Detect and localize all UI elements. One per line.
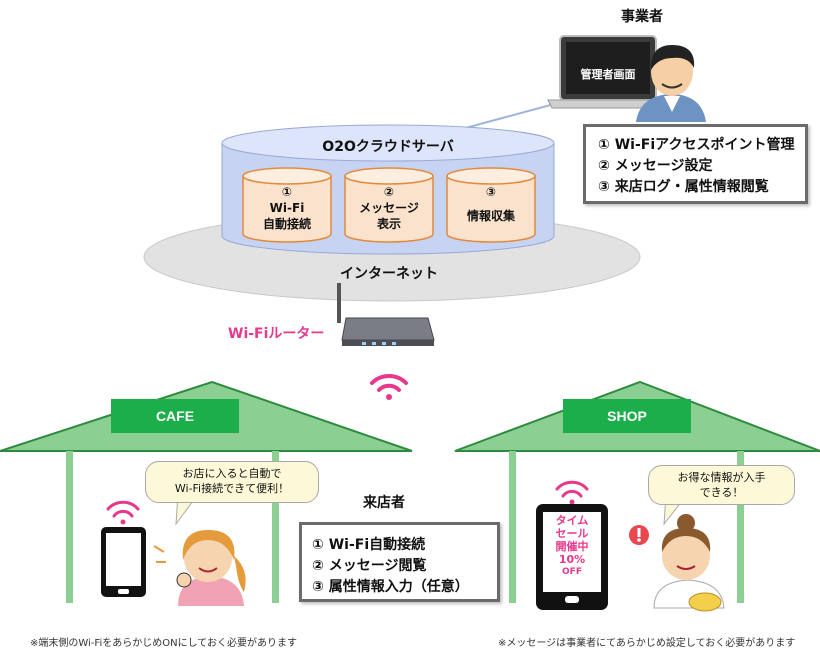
shop-wifi-signal-icon: [555, 480, 589, 505]
visitor-feature-box: ① Wi-Fi自動接続 ② メッセージ閲覧 ③ 属性情報入力（任意）: [299, 522, 500, 602]
internet-label: インターネット: [340, 266, 438, 282]
module-cylinder-3: [446, 167, 536, 243]
visitor-feature-2: ② メッセージ閲覧: [312, 558, 427, 574]
operator-feature-3: ③ 来店ログ・属性情報閲覧: [598, 179, 769, 195]
operator-person-icon: [636, 45, 706, 122]
shop-bubble-line2: できる！: [699, 486, 744, 499]
phone-line-3: 開催中: [555, 540, 589, 553]
laptop-screen-label: 管理者画面: [580, 68, 636, 81]
cafe-speech-bubble: お店に入ると自動で Wi-Fi接続できて便利！: [145, 461, 319, 503]
phone-line-4: 10%: [558, 553, 586, 566]
phone-line-2: セール: [555, 527, 589, 540]
module-2-line2: 表示: [376, 217, 401, 231]
visitor-woman-icon: [153, 530, 246, 606]
cafe-footnote: ※端末側のWi-FiをあらかじめONにしておく必要があります: [30, 638, 297, 649]
module-1-line2: 自動接続: [262, 217, 311, 231]
cafe-sign: CAFE: [111, 399, 239, 433]
module-2-line1: メッセージ: [359, 201, 419, 215]
operator-feature-box: ① Wi-Fiアクセスポイント管理 ② メッセージ設定 ③ 来店ログ・属性情報閲…: [583, 124, 808, 204]
cloud-server-title: O2Oクラウドサーバ: [322, 139, 454, 155]
shop-sign: SHOP: [563, 399, 691, 433]
visitor-feature-1: ① Wi-Fi自動接続: [312, 537, 426, 553]
router-label: Wi-Fiルーター: [228, 326, 325, 342]
module-1-line1: Wi-Fi: [269, 201, 305, 215]
cafe-bubble-line1: お店に入ると自動で: [182, 467, 282, 480]
module-1-number: ①: [281, 185, 293, 199]
operator-feature-1: ① Wi-Fiアクセスポイント管理: [598, 137, 795, 153]
phone-line-5: OFF: [562, 567, 582, 577]
shop-bubble-line1: お得な情報が入手: [677, 471, 766, 484]
module-3-label: ③ 情報収集: [447, 184, 535, 224]
shopper-woman-icon: [629, 514, 725, 612]
cafe-smartphone-icon: [101, 527, 146, 597]
visitor-title: 来店者: [363, 495, 405, 511]
shop-footnote: ※メッセージは事業者にてあらかじめ設定しておく必要があります: [498, 638, 796, 649]
phone-sale-message: タイム セール 開催中 10% OFF: [543, 514, 601, 579]
cafe-wifi-signal-icon: [106, 500, 140, 525]
module-2-label: ② メッセージ 表示: [345, 184, 433, 232]
module-3-line1: 情報収集: [466, 209, 515, 223]
router-icon: [337, 283, 435, 346]
shop-speech-bubble: お得な情報が入手 できる！: [648, 465, 795, 505]
operator-feature-2: ② メッセージ設定: [598, 158, 713, 174]
module-cylinder-1: [242, 167, 332, 243]
phone-line-1: タイム: [555, 514, 589, 527]
module-1-label: ① Wi-Fi 自動接続: [243, 184, 331, 232]
cafe-bubble-line2: Wi-Fi接続できて便利！: [174, 482, 290, 495]
shop-smartphone-icon: [536, 504, 608, 610]
router-wifi-signal-icon: [370, 373, 408, 400]
visitor-feature-3: ③ 属性情報入力（任意）: [312, 579, 469, 595]
module-cylinder-2: [344, 167, 434, 243]
operator-title: 事業者: [621, 9, 663, 25]
module-3-number: ③: [485, 185, 497, 199]
module-2-number: ②: [383, 185, 395, 199]
